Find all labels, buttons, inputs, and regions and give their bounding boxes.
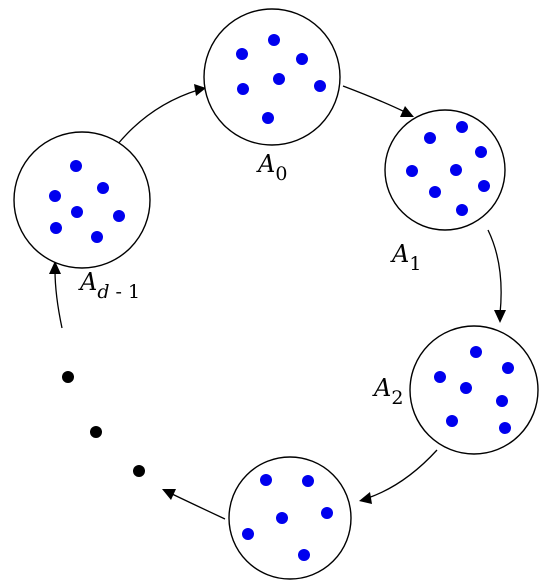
arrow-head-a0 — [194, 84, 206, 96]
element-dot — [456, 204, 468, 216]
element-dot — [268, 34, 280, 46]
element-dot — [237, 83, 249, 95]
set-a0-circle — [203, 8, 341, 146]
arrow-ad1-to-a0 — [116, 89, 199, 146]
label-a0-base: A — [256, 150, 275, 178]
set-a1-elements — [406, 121, 490, 216]
element-dot — [242, 528, 254, 540]
element-dot — [456, 121, 468, 133]
element-dot — [424, 132, 436, 144]
set-a2-elements — [434, 346, 514, 434]
element-dot — [321, 507, 333, 519]
element-dot — [434, 371, 446, 383]
label-a1-base: A — [390, 240, 409, 268]
set-ad1-elements — [49, 160, 125, 243]
element-dot — [276, 512, 288, 524]
element-dot — [460, 382, 472, 394]
element-dot — [478, 180, 490, 192]
label-a2-base: A — [372, 374, 391, 402]
set-a1-circle — [384, 109, 506, 231]
element-dot — [71, 206, 83, 218]
label-a2: A2 — [372, 374, 403, 409]
set-next-elements — [242, 474, 333, 561]
arrow-head-a2 — [494, 310, 506, 323]
element-dot — [475, 146, 487, 158]
element-dot — [49, 190, 61, 202]
element-dot — [298, 549, 310, 561]
element-dot — [302, 475, 314, 487]
element-dot — [262, 112, 274, 124]
element-dot — [406, 165, 418, 177]
label-ad1: Ad - 1 — [78, 268, 140, 303]
element-dot — [496, 395, 508, 407]
element-dot — [50, 222, 62, 234]
label-ad1-sub-rest: - 1 — [110, 281, 141, 303]
ellipsis-dot — [133, 465, 145, 477]
arrow-head-ad1 — [49, 261, 61, 274]
element-dot — [236, 48, 248, 60]
element-dot — [113, 210, 125, 222]
label-a0-sub: 0 — [275, 163, 287, 185]
arrow-a0-to-a1 — [342, 85, 406, 113]
arrow-ellipsis-to-ad1 — [54, 269, 63, 329]
element-dot — [91, 231, 103, 243]
arrows — [49, 84, 506, 520]
element-dot — [502, 362, 514, 374]
element-dot — [70, 160, 82, 172]
label-a0: A0 — [256, 150, 287, 185]
element-dot — [314, 80, 326, 92]
arrow-head-a1 — [400, 106, 414, 117]
element-dot — [499, 422, 511, 434]
element-dot — [296, 53, 308, 65]
element-dot — [260, 474, 272, 486]
element-dot — [450, 164, 462, 176]
element-dot — [97, 182, 109, 194]
set-ad1-circle — [13, 131, 151, 269]
label-ad1-base: A — [78, 268, 97, 296]
arrow-head-next — [359, 492, 372, 504]
label-a1-sub: 1 — [409, 253, 421, 275]
element-dot — [470, 346, 482, 358]
arrow-a1-to-a2 — [487, 229, 502, 315]
set-a2-circle — [409, 325, 539, 455]
arrow-next-to-ellipsis — [169, 492, 226, 520]
ellipsis — [62, 371, 145, 477]
label-a2-sub: 2 — [391, 387, 403, 409]
set-next-circle — [228, 456, 352, 580]
label-ad1-sub-var: d — [97, 281, 109, 303]
ellipsis-dot — [90, 426, 102, 438]
arrow-a2-to-next — [367, 449, 438, 499]
label-a1: A1 — [390, 240, 421, 275]
element-dot — [429, 186, 441, 198]
element-dot — [446, 415, 458, 427]
element-dot — [273, 73, 285, 85]
ellipsis-dot — [62, 371, 74, 383]
set-a0-elements — [236, 34, 326, 124]
arrow-head-ellipsis — [162, 489, 176, 500]
